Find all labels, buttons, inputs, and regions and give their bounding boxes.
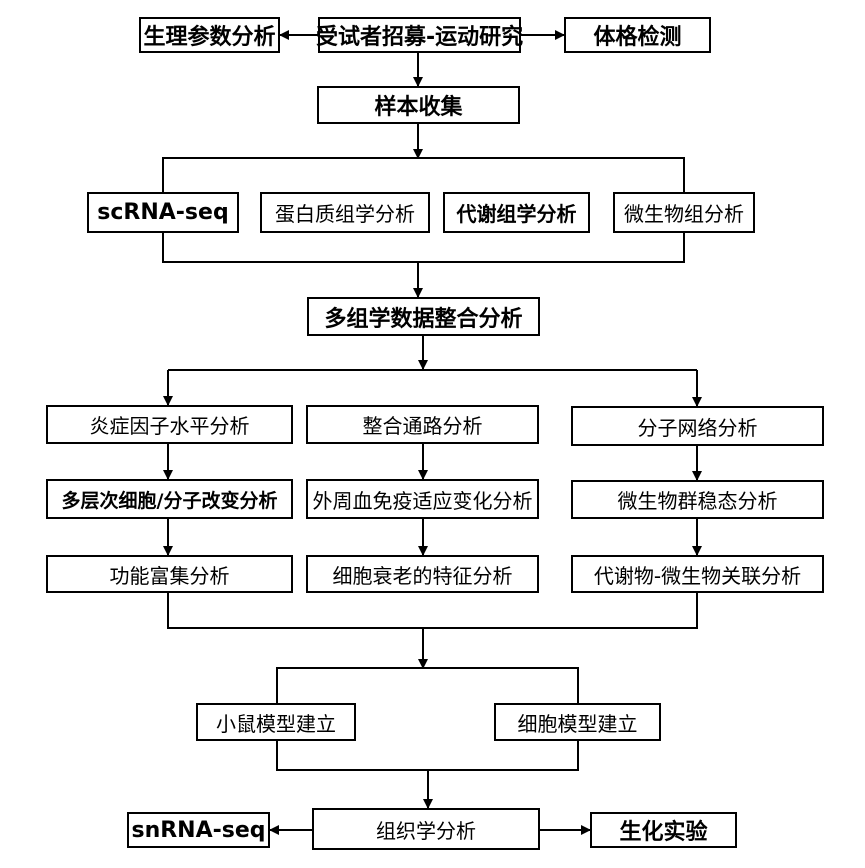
node-immune: 外周血免疫适应变化分析	[306, 479, 539, 519]
node-recruit: 受试者招募-运动研究	[316, 17, 523, 53]
node-mouse: 小鼠模型建立	[196, 703, 356, 741]
node-metabolite-microbe: 代谢物-微生物关联分析	[571, 555, 824, 593]
node-senescence: 细胞衰老的特征分析	[306, 555, 539, 593]
node-physical: 体格检测	[564, 17, 711, 53]
node-pathway: 整合通路分析	[306, 405, 539, 444]
node-network: 分子网络分析	[571, 406, 824, 446]
node-histology: 组织学分析	[312, 808, 540, 850]
node-metabolomics: 代谢组学分析	[443, 192, 590, 233]
node-homeostasis: 微生物群稳态分析	[571, 480, 824, 519]
node-snrna: snRNA-seq	[127, 812, 270, 848]
node-enrichment: 功能富集分析	[46, 555, 293, 593]
node-microbiome: 微生物组分析	[613, 192, 755, 233]
node-sample: 样本收集	[317, 86, 520, 124]
omics-bracket-bottom	[162, 232, 685, 263]
node-proteomics: 蛋白质组学分析	[260, 192, 430, 233]
models-bracket-bottom	[276, 740, 579, 771]
node-integration: 多组学数据整合分析	[307, 297, 540, 336]
node-multilevel: 多层次细胞/分子改变分析	[46, 479, 293, 519]
node-inflammation: 炎症因子水平分析	[46, 405, 293, 444]
node-biochem: 生化实验	[590, 812, 737, 848]
columns-merge-bracket	[167, 592, 698, 629]
node-scrna: scRNA-seq	[87, 192, 239, 233]
node-cell: 细胞模型建立	[494, 703, 661, 741]
omics-bracket-top	[162, 157, 685, 192]
node-physio: 生理参数分析	[139, 17, 280, 53]
models-bracket-top	[276, 667, 579, 703]
